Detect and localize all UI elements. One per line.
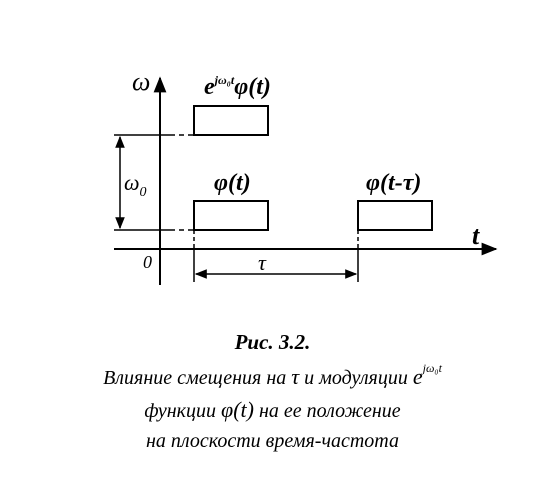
- exponent-power: jω₀t: [422, 361, 442, 376]
- caption-line-2: функции φ(t) на ее положение: [0, 397, 545, 423]
- tau-label: τ: [258, 250, 267, 275]
- shifted-signal-label: φ(t-τ): [366, 170, 421, 196]
- figure-number: Рис. 3.2.: [234, 330, 311, 354]
- origin-label: 0: [143, 252, 152, 272]
- caption-text: на ее положение: [258, 400, 401, 422]
- time-frequency-diagram: ω t 0 ω0 ejω₀tφ(t) φ(t) φ(t-τ) τ: [114, 67, 498, 285]
- shifted-signal-box: [357, 200, 433, 231]
- phi-function: φ(t): [221, 397, 254, 422]
- modulated-signal-label: ejω₀tφ(t): [204, 73, 271, 100]
- caption-line-1: Влияние смещения на τ и модуляции ejω₀t: [0, 361, 545, 390]
- modulated-signal-box: [193, 105, 269, 136]
- frequency-axis-label: ω: [132, 67, 150, 96]
- original-signal-label: φ(t): [214, 170, 251, 196]
- caption-text: и модуляции: [304, 367, 408, 389]
- caption-text: Влияние смещения на: [103, 367, 287, 389]
- time-axis-label: t: [472, 221, 480, 250]
- omega0-label: ω0: [124, 170, 147, 200]
- original-signal-box: [193, 200, 269, 231]
- tau-symbol: τ: [291, 364, 300, 389]
- exponent-base: e: [412, 364, 423, 389]
- caption-text: функции: [144, 400, 217, 422]
- caption-line-3: на плоскости время-частота: [145, 430, 399, 452]
